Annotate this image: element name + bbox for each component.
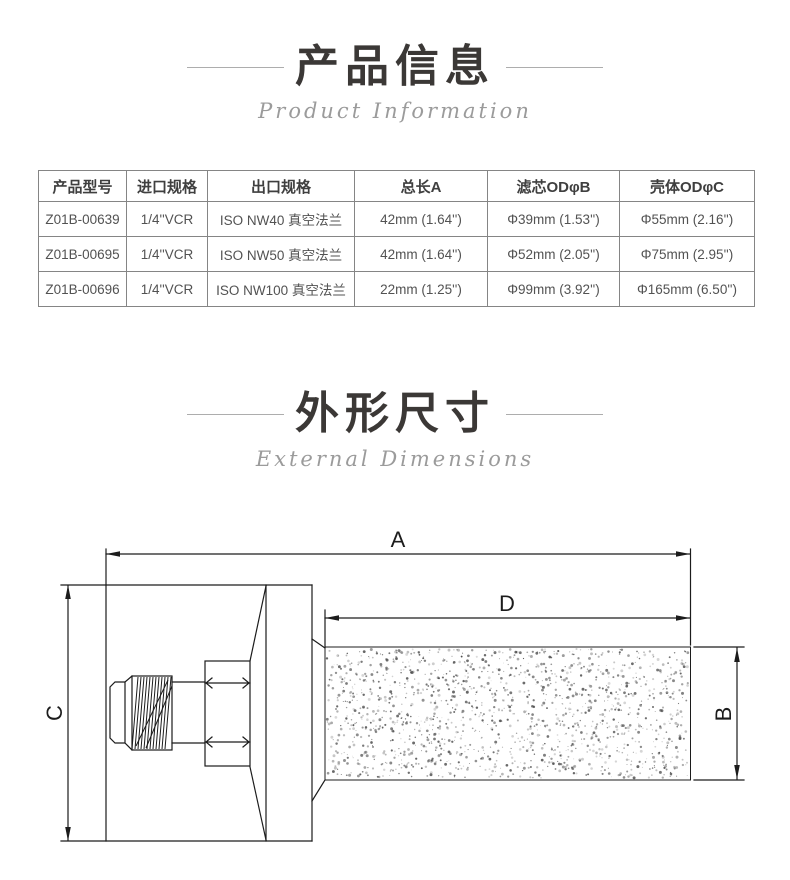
table-header-cell: 总长A [354,170,488,202]
filter-stipple-texture [325,647,690,780]
table-cell: 1/4''VCR [126,201,208,237]
table-cell: Z01B-00696 [38,271,127,307]
dim-label-shell-od: C [42,705,67,721]
heading-rule-left [187,413,284,415]
technical-drawing: A D C B [42,527,745,842]
table-cell: Φ52mm (2.05'') [487,236,620,272]
product-info-title: 产品信息 [295,42,495,91]
table-cell: ISO NW100 真空法兰 [207,271,355,307]
table-cell: 42mm (1.64'') [354,236,488,272]
external-dimensions-subtitle: External Dimensions [255,447,535,471]
table-cell: 1/4''VCR [126,236,208,272]
table-cell: Φ39mm (1.53'') [487,201,620,237]
table-cell: Φ75mm (2.95'') [619,236,755,272]
thread-hatching [131,676,173,750]
dimension-arrowheads [65,551,740,841]
external-dimensions-heading: 外形尺寸 [0,389,790,440]
dim-label-filter-length: D [499,591,515,616]
table-header-cell: 产品型号 [38,170,127,202]
table-cell: Z01B-00639 [38,201,127,237]
dim-label-total-length: A [391,527,406,552]
table-header-cell: 滤芯ODφB [487,170,620,202]
heading-rule-right [506,66,603,68]
table-cell: Φ55mm (2.16'') [619,201,755,237]
table-header-cell: 壳体ODφC [619,170,755,202]
table-header-cell: 进口规格 [126,170,208,202]
table-cell: ISO NW40 真空法兰 [207,201,355,237]
table-cell: 22mm (1.25'') [354,271,488,307]
heading-rule-left [187,66,284,68]
table-cell: ISO NW50 真空法兰 [207,236,355,272]
table-cell: Φ165mm (6.50'') [619,271,755,307]
product-info-subtitle: Product Information [258,99,532,123]
product-info-heading: 产品信息 [0,42,790,93]
table-cell: 42mm (1.64'') [354,201,488,237]
table-header-cell: 出口规格 [207,170,355,202]
dim-label-filter-od: B [711,707,736,722]
table-cell: Φ99mm (3.92'') [487,271,620,307]
drawing-linework [60,548,745,842]
external-dimensions-title: 外形尺寸 [295,389,495,438]
table-cell: 1/4''VCR [126,271,208,307]
table-cell: Z01B-00695 [38,236,127,272]
heading-rule-right [506,413,603,415]
